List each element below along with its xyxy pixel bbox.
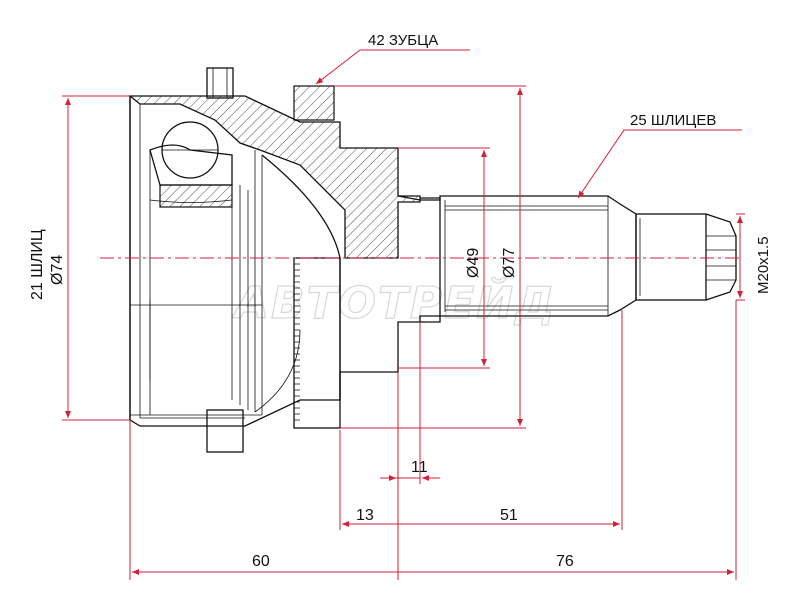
inner-race [149, 121, 233, 208]
dim-horizontal [129, 300, 737, 580]
callout-teeth: 42 ЗУБЦА [368, 32, 438, 49]
joint-housing [128, 95, 441, 427]
clamp-top [206, 67, 234, 99]
label-diameter-74: Ø74 [49, 255, 66, 285]
label-diameter-77: Ø77 [501, 248, 518, 278]
abs-ring [293, 85, 341, 429]
leader-teeth [315, 49, 470, 85]
dim-60: 60 [252, 553, 270, 570]
dim-76: 76 [556, 553, 574, 570]
label-splines-inner: 21 ШЛИЦ [29, 229, 46, 300]
dim-vertical [62, 85, 745, 429]
label-diameter-49: Ø49 [465, 248, 482, 278]
label-thread: M20x1.5 [755, 236, 772, 294]
callout-splines-outer: 25 ШЛИЦЕВ [630, 112, 716, 129]
clamp-bottom [206, 409, 244, 453]
dim-11: 11 [411, 459, 428, 476]
housing-outline [129, 96, 441, 427]
output-shaft [397, 195, 737, 323]
watermark: АВТОТРЕЙД [232, 276, 556, 329]
dim-13: 13 [356, 507, 374, 524]
dim-51: 51 [500, 507, 518, 524]
leader-splines [577, 129, 742, 199]
